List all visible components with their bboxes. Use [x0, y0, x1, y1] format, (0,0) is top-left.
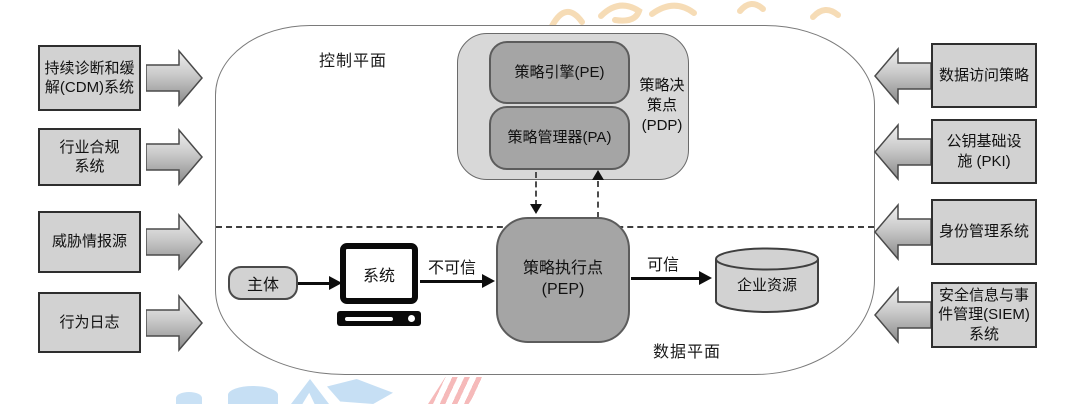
pki-label: 公钥基础设施 (PKI)	[946, 133, 1022, 170]
data-plane-label: 数据平面	[653, 344, 722, 361]
subject-box: 主体	[228, 266, 298, 300]
identity-management-label: 身份管理系统	[938, 223, 1029, 241]
computer-power-dot-icon	[408, 315, 415, 322]
siem-label: 安全信息与事件管理(SIEM)系统	[938, 287, 1030, 343]
subject-to-system-arrow	[298, 282, 332, 285]
identity-arrow-icon	[874, 203, 931, 261]
trusted-arrow	[631, 277, 701, 280]
control-plane-label: 控制平面	[319, 53, 388, 70]
data-access-arrow-icon	[874, 47, 931, 105]
watermark-blue-shape	[291, 379, 329, 404]
industry-compliance-label: 行业合规系统	[59, 138, 120, 175]
cdm-system-label: 持续诊断和缓解(CDM)系统	[44, 59, 135, 96]
enterprise-resource-cylinder-icon	[715, 247, 819, 313]
pep-box: 策略执行点(PEP)	[496, 217, 630, 343]
threat-input-arrow-icon	[146, 213, 203, 271]
pki-arrow-icon	[874, 123, 931, 181]
enterprise-resource-label: 企业资源	[736, 277, 797, 294]
untrusted-arrow	[420, 280, 484, 283]
data-access-policy-label: 数据访问策略	[938, 66, 1029, 84]
watermark-blue-shape	[176, 392, 202, 404]
computer-base-icon	[337, 311, 421, 326]
cdm-system-box: 持续诊断和缓解(CDM)系统	[38, 45, 141, 111]
data-access-policy-box: 数据访问策略	[931, 43, 1037, 108]
untrusted-label: 不可信	[428, 260, 477, 277]
threat-intelligence-label: 威胁情报源	[51, 233, 127, 251]
cdm-input-arrow-icon	[146, 49, 203, 107]
policy-administrator-label: 策略管理器(PA)	[507, 129, 612, 147]
computer-monitor-icon: 系统	[340, 243, 418, 304]
pdp-to-pep-arrowhead-icon	[530, 204, 542, 214]
untrusted-arrowhead-icon	[482, 274, 495, 288]
watermark-blue-shape	[228, 386, 278, 404]
siem-arrow-icon	[874, 286, 931, 344]
pep-to-pdp-dashed-line	[597, 181, 599, 218]
watermark-blue-shape	[327, 379, 393, 404]
watermark-pink-striped-shape	[428, 377, 486, 404]
siem-box: 安全信息与事件管理(SIEM)系统	[931, 282, 1037, 348]
subject-label: 主体	[246, 277, 279, 294]
compliance-input-arrow-icon	[146, 128, 203, 186]
computer-slot-icon	[345, 316, 393, 321]
trusted-arrowhead-icon	[699, 271, 712, 285]
threat-intelligence-box: 威胁情报源	[38, 211, 141, 273]
trusted-label: 可信	[647, 257, 680, 274]
pdp-to-pep-dashed-line	[535, 172, 537, 206]
policy-engine-label: 策略引擎(PE)	[514, 63, 605, 81]
subject-to-system-arrowhead-icon	[329, 276, 342, 290]
log-input-arrow-icon	[146, 294, 203, 352]
pdp-label: 策略决 策点 (PDP)	[639, 77, 685, 134]
industry-compliance-box: 行业合规系统	[38, 128, 141, 186]
policy-administrator-box: 策略管理器(PA)	[489, 106, 630, 170]
policy-engine-box: 策略引擎(PE)	[489, 41, 630, 104]
pep-to-pdp-arrowhead-icon	[592, 170, 604, 180]
activity-log-label: 行为日志	[59, 313, 120, 331]
identity-management-box: 身份管理系统	[931, 199, 1037, 265]
pki-box: 公钥基础设施 (PKI)	[931, 119, 1037, 184]
system-label: 系统	[362, 267, 395, 285]
pep-label: 策略执行点(PEP)	[522, 260, 603, 298]
activity-log-box: 行为日志	[38, 292, 141, 353]
